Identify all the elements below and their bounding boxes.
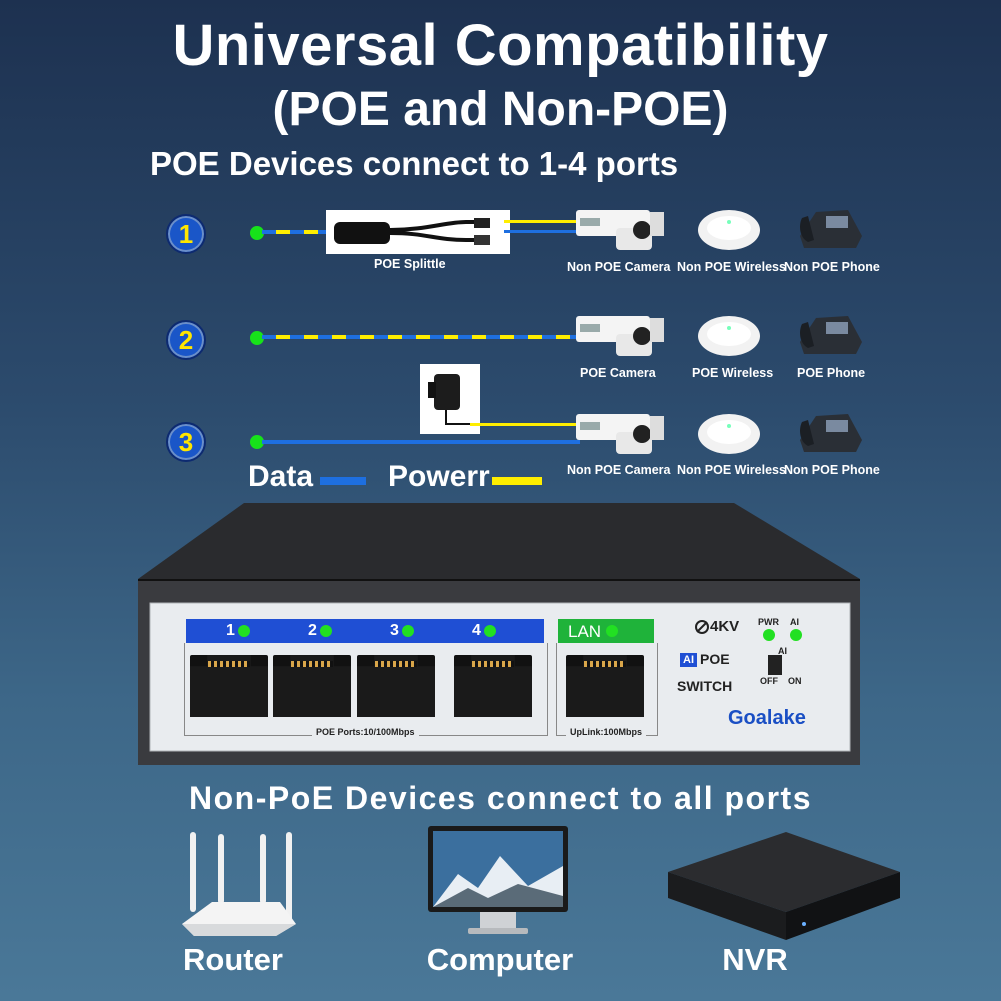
uplink-port[interactable] <box>566 655 644 717</box>
toggle-label: AI <box>778 646 787 656</box>
data-power-line <box>262 230 332 234</box>
nvr-label: NVR <box>722 942 788 977</box>
uplink-label: UpLink:100Mbps <box>566 727 647 737</box>
phone-icon <box>800 414 862 452</box>
phone-icon <box>800 210 862 248</box>
camera-icon <box>576 210 664 250</box>
data-line <box>504 230 580 233</box>
port-led <box>402 625 414 637</box>
ai-led-label: AI <box>790 617 799 627</box>
port-led <box>238 625 250 637</box>
nvr-icon <box>668 832 900 940</box>
brand-logo: Goalake <box>728 707 806 729</box>
device-label: Non POE Camera <box>567 260 671 274</box>
camera-icon <box>576 316 664 356</box>
power-line <box>470 423 580 426</box>
legend-data-label: Data <box>248 460 314 493</box>
row-number-2: 2 <box>166 320 206 360</box>
port-number-3: 3 <box>390 622 399 639</box>
device-label: POE Wireless <box>692 366 774 380</box>
camera-icon <box>576 414 664 454</box>
splitter-label: POE Splittle <box>374 257 446 271</box>
lan-label: LAN <box>568 622 602 641</box>
row-number-3: 3 <box>166 422 206 462</box>
power-line <box>504 220 580 223</box>
poe-heading: POE Devices connect to 1-4 ports <box>150 145 679 182</box>
row-number-1: 1 <box>166 214 206 254</box>
legend-power-label: Powerr <box>388 460 490 493</box>
legend-power-swatch <box>492 477 542 485</box>
legend-data-swatch <box>320 477 366 485</box>
switch-text: SWITCH <box>677 678 733 694</box>
ai-toggle-switch[interactable] <box>768 655 782 675</box>
toggle-on-label: ON <box>788 676 802 686</box>
poe-ports-label: POE Ports:10/100Mbps <box>312 727 419 737</box>
data-power-line <box>262 335 580 339</box>
device-label: POE Phone <box>797 366 866 380</box>
device-label: Non POE Phone <box>784 260 880 274</box>
lan-led <box>606 625 618 637</box>
ai-badge: AI <box>680 653 697 667</box>
device-label: Non POE Wireless <box>677 260 786 274</box>
router-icon <box>182 832 296 936</box>
poe-switch: 1 2 3 4 LAN POE Ports:10/100Mbps UpLink:… <box>136 503 862 765</box>
router-label: Router <box>183 942 283 977</box>
phone-icon <box>800 316 862 354</box>
port-number-4: 4 <box>472 622 481 639</box>
poe-port-group <box>184 643 548 736</box>
poe-text: POE <box>700 651 730 667</box>
power-adapter-icon <box>420 364 480 434</box>
poe-port-1[interactable] <box>190 655 268 717</box>
non-poe-heading: Non-PoE Devices connect to all ports <box>189 780 812 816</box>
poe-splitter-icon <box>326 210 510 254</box>
device-label: POE Camera <box>580 366 656 380</box>
wireless-ap-icon <box>698 316 760 356</box>
surge-protection-icon <box>695 620 709 634</box>
poe-port-2[interactable] <box>273 655 351 717</box>
port-dot <box>250 331 264 345</box>
pwr-led <box>763 629 775 641</box>
pwr-label: PWR <box>758 617 779 627</box>
page-subtitle: (POE and Non-POE) <box>272 83 729 136</box>
page-title: Universal Compatibility <box>172 13 829 78</box>
surge-rating: 4KV <box>710 618 740 635</box>
uplink-group <box>556 643 658 736</box>
device-label: Non POE Wireless <box>677 463 786 477</box>
computer-icon <box>428 826 568 934</box>
ai-led <box>790 629 802 641</box>
wireless-ap-icon <box>698 210 760 250</box>
wireless-ap-icon <box>698 414 760 454</box>
port-number-1: 1 <box>226 622 235 639</box>
port-led <box>320 625 332 637</box>
data-line <box>262 440 580 444</box>
port-dot <box>250 435 264 449</box>
computer-label: Computer <box>426 942 574 977</box>
port-led <box>484 625 496 637</box>
poe-port-4[interactable] <box>454 655 532 717</box>
device-label: Non POE Camera <box>567 463 671 477</box>
toggle-off-label: OFF <box>760 676 778 686</box>
port-number-2: 2 <box>308 622 317 639</box>
port-dot <box>250 226 264 240</box>
poe-port-3[interactable] <box>357 655 435 717</box>
device-label: Non POE Phone <box>784 463 880 477</box>
